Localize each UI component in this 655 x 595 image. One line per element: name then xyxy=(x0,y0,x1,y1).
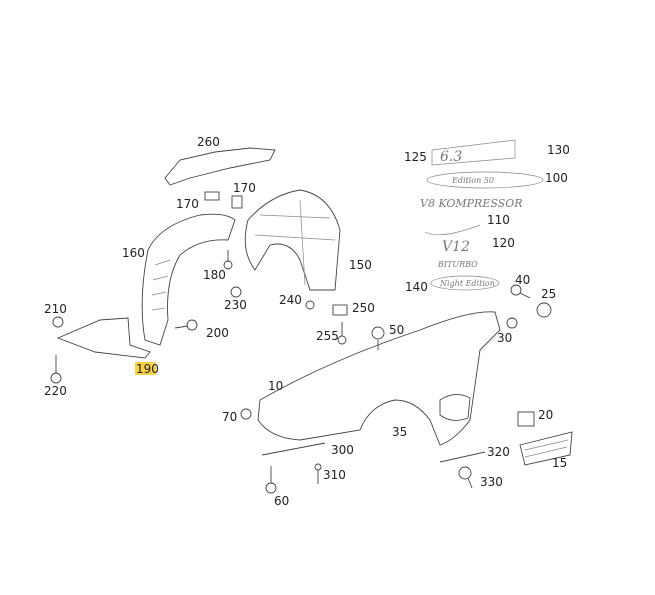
part-label-125[interactable]: 125 xyxy=(404,150,427,164)
part-label-25[interactable]: 25 xyxy=(541,287,556,301)
part-label-140[interactable]: 140 xyxy=(405,280,428,294)
highlight-190 xyxy=(135,362,156,375)
part-label-20[interactable]: 20 xyxy=(538,408,553,422)
part-label-210[interactable]: 210 xyxy=(44,302,67,316)
liner-ribs xyxy=(151,259,171,311)
part-label-220[interactable]: 220 xyxy=(44,384,67,398)
part-label-10[interactable]: 10 xyxy=(268,379,283,393)
part-15-grille xyxy=(519,431,573,466)
emblem-v12: V12 xyxy=(442,239,470,255)
fasteners xyxy=(50,191,552,494)
part-label-15[interactable]: 15 xyxy=(552,456,567,470)
emblem-63: 6.3 xyxy=(440,149,462,165)
emblem-edition: Edition 50 xyxy=(451,176,494,185)
emblem-night: Night Edition xyxy=(439,279,495,288)
liner-ribs-2 xyxy=(254,199,336,286)
part-label-180[interactable]: 180 xyxy=(203,268,226,282)
part-label-300[interactable]: 300 xyxy=(331,443,354,457)
part-label-250[interactable]: 250 xyxy=(352,301,375,315)
part-label-60[interactable]: 60 xyxy=(274,494,289,508)
part-label-100[interactable]: 100 xyxy=(545,171,568,185)
part-label-150[interactable]: 150 xyxy=(349,258,372,272)
part-label-130[interactable]: 130 xyxy=(547,143,570,157)
part-label-170[interactable]: 170 xyxy=(233,181,256,195)
part-label-110[interactable]: 110 xyxy=(487,213,510,227)
part-160-wheel-liner xyxy=(141,213,236,346)
part-10-fender xyxy=(257,311,501,446)
grille-slats xyxy=(524,439,569,458)
part-label-170[interactable]: 170 xyxy=(176,197,199,211)
part-label-30[interactable]: 30 xyxy=(497,331,512,345)
part-label-200[interactable]: 200 xyxy=(206,326,229,340)
emblem-v8: V8 KOMPRESSOR xyxy=(420,197,523,210)
part-150-wheel-liner xyxy=(244,189,341,291)
part-190-splash-shield xyxy=(56,317,151,359)
part-label-255[interactable]: 255 xyxy=(316,329,339,343)
part-300-strip xyxy=(261,442,326,456)
part-label-160[interactable]: 160 xyxy=(122,246,145,260)
emblem-biturbo: BITURBO xyxy=(437,260,478,269)
part-label-40[interactable]: 40 xyxy=(515,273,530,287)
part-labels: 260 125 130 100 170 170 110 120 160 150 180 40 140 25… xyxy=(44,135,570,508)
part-320-strip xyxy=(439,451,486,463)
part-label-35[interactable]: 35 xyxy=(392,425,407,439)
part-label-240[interactable]: 240 xyxy=(279,293,302,307)
part-label-310[interactable]: 310 xyxy=(323,468,346,482)
part-label-120[interactable]: 120 xyxy=(492,236,515,250)
part-label-50[interactable]: 50 xyxy=(389,323,404,337)
part-label-70[interactable]: 70 xyxy=(222,410,237,424)
fender-vent xyxy=(439,394,471,421)
emblems: 6.3 Edition 50 V8 KOMPRESSOR V12 BITURBO… xyxy=(420,139,544,291)
part-label-330[interactable]: 330 xyxy=(480,475,503,489)
part-label-230[interactable]: 230 xyxy=(224,298,247,312)
part-label-260[interactable]: 260 xyxy=(197,135,220,149)
part-label-190[interactable]: 190 xyxy=(136,362,159,376)
part-260-strip xyxy=(164,147,276,186)
emblem-v12-swoosh xyxy=(424,224,481,236)
part-label-320[interactable]: 320 xyxy=(487,445,510,459)
